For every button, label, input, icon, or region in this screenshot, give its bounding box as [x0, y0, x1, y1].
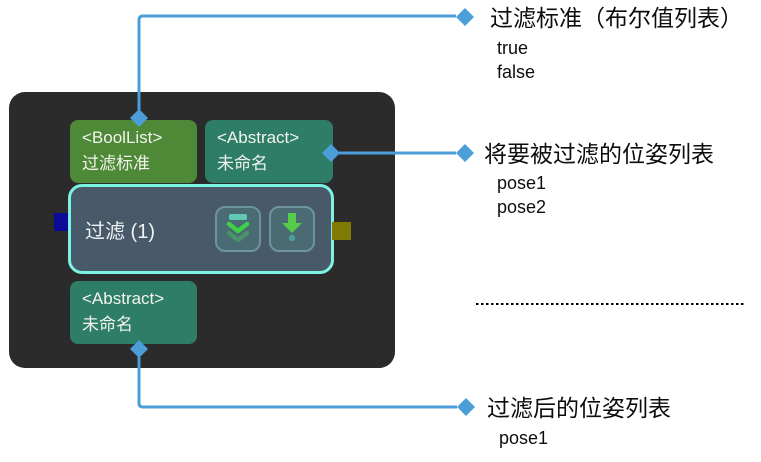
annotation-item: false: [497, 62, 536, 82]
annotation-item: true: [497, 38, 529, 58]
down-arrow-dot-icon: [279, 211, 305, 248]
annotation-title-criteria: 过滤标准（布尔值列表）: [490, 5, 743, 31]
right-connector-square[interactable]: [332, 222, 351, 240]
annotation-items-output-poses: pose1: [499, 426, 548, 450]
port-name-label: 未命名: [82, 315, 133, 334]
filter-node[interactable]: 过滤 (1): [68, 184, 334, 274]
diamond-marker: [456, 8, 474, 26]
annotation-item: pose2: [497, 197, 547, 217]
port-type-label: <Abstract>: [217, 128, 300, 147]
node-button-group: [215, 206, 315, 252]
port-name-label: 未命名: [217, 154, 268, 173]
double-chevron-down-icon: [224, 212, 252, 247]
annotation-title-input-poses: 将要被过滤的位姿列表: [484, 141, 714, 167]
output-port-pose-list[interactable]: <Abstract> 未命名: [70, 281, 197, 344]
node-title: 过滤 (1): [85, 220, 155, 243]
collapse-button[interactable]: [215, 206, 261, 252]
annotation-items-criteria: true false: [497, 36, 535, 84]
port-name-label: 过滤标准: [82, 154, 150, 173]
step-run-button[interactable]: [269, 206, 315, 252]
annotation-item: pose1: [497, 173, 547, 193]
annotation-item: pose1: [499, 428, 549, 448]
annotation-items-input-poses: pose1 pose2: [497, 171, 546, 219]
diamond-marker: [456, 144, 474, 162]
annotation-title-output-poses: 过滤后的位姿列表: [487, 395, 671, 421]
input-port-pose-list[interactable]: <Abstract> 未命名: [205, 120, 333, 183]
diamond-marker: [457, 398, 475, 416]
input-port-filter-criteria[interactable]: <BoolList> 过滤标准: [70, 120, 197, 183]
port-type-label: <BoolList>: [82, 128, 163, 147]
port-type-label: <Abstract>: [82, 289, 165, 308]
left-connector-square[interactable]: [54, 213, 68, 231]
